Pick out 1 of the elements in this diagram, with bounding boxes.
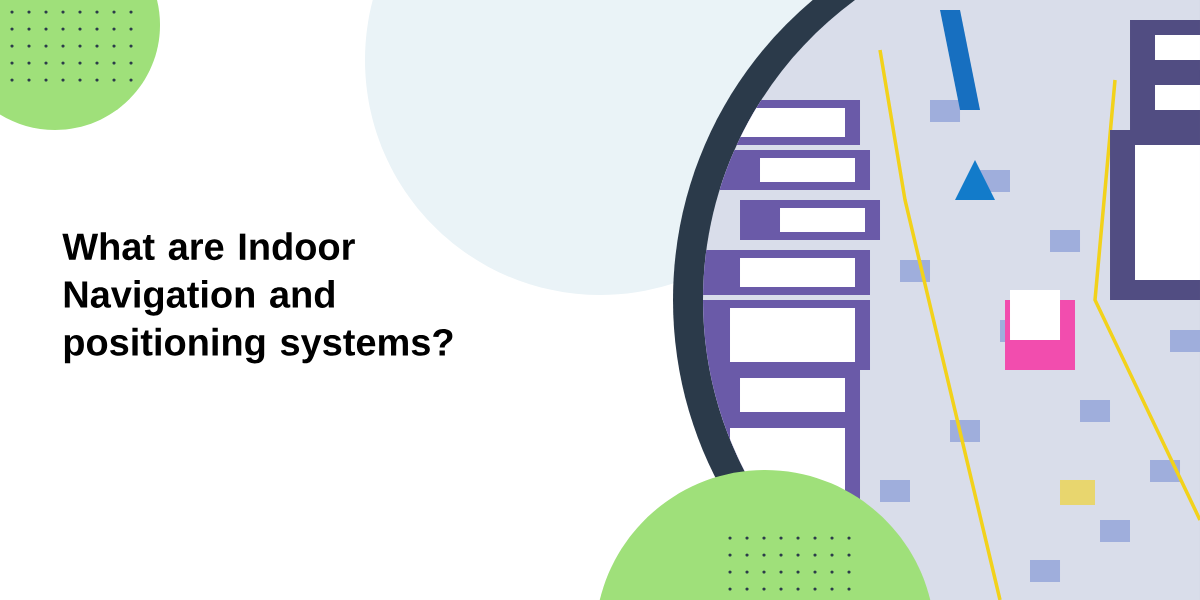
title: What are Indoor Navigation and positioning systems?	[62, 232, 453, 364]
